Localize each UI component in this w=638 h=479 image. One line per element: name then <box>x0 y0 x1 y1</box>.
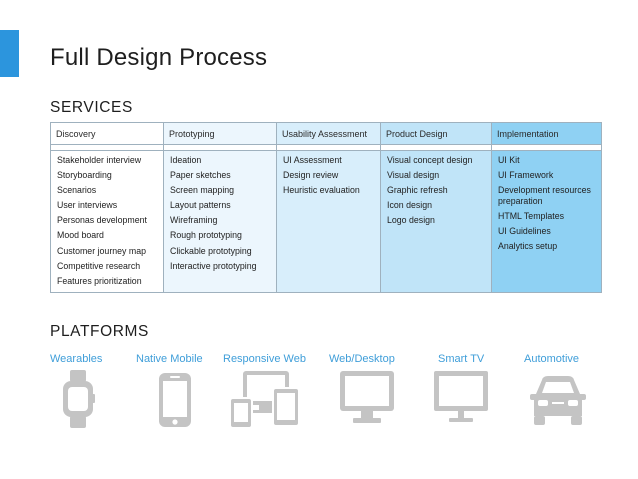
page-title: Full Design Process <box>50 44 268 71</box>
column-header: Discovery <box>51 123 163 145</box>
platform-label-wearables: Wearables <box>50 353 103 365</box>
column-items: Visual concept design Visual design Grap… <box>381 151 491 292</box>
list-item: Icon design <box>387 200 432 211</box>
services-column-usability-assessment: Usability Assessment UI Assessment Desig… <box>277 123 381 292</box>
list-item: Logo design <box>387 215 435 226</box>
column-items: Ideation Paper sketches Screen mapping L… <box>164 151 276 292</box>
platforms-heading: PLATFORMS <box>50 323 149 340</box>
column-items: UI Kit UI Framework Development resource… <box>492 151 601 292</box>
platform-label-automotive: Automotive <box>524 353 580 365</box>
list-item: UI Kit <box>498 155 520 165</box>
list-item: UI Framework <box>498 170 554 181</box>
list-item: Design review <box>283 170 339 181</box>
services-heading: SERVICES <box>50 99 133 116</box>
list-item: UI Assessment <box>283 155 342 165</box>
list-item: Features prioritization <box>57 275 142 286</box>
list-item: Competitive research <box>57 260 141 271</box>
list-item: Layout patterns <box>170 200 231 211</box>
services-column-product-design: Product Design Visual concept design Vis… <box>381 123 492 292</box>
services-column-prototyping: Prototyping Ideation Paper sketches Scre… <box>164 123 277 292</box>
column-items: Stakeholder interview Storyboarding Scen… <box>51 151 163 292</box>
list-item: Personas development <box>57 215 147 226</box>
desktop-monitor-icon <box>339 370 395 426</box>
smartphone-icon <box>158 372 192 428</box>
list-item: Paper sketches <box>170 170 231 181</box>
column-header: Implementation <box>492 123 601 145</box>
services-column-discovery: Discovery Stakeholder interview Storyboa… <box>51 123 164 292</box>
list-item: Clickable prototyping <box>170 245 252 256</box>
column-header: Prototyping <box>164 123 276 145</box>
accent-bar <box>0 30 19 77</box>
list-item: UI Guidelines <box>498 225 551 236</box>
list-item: Development resources preparation <box>498 185 591 206</box>
column-items: UI Assessment Design review Heuristic ev… <box>277 151 380 292</box>
platform-label-responsive-web: Responsive Web <box>223 353 306 365</box>
list-item: Rough prototyping <box>170 230 242 241</box>
platform-label-web-desktop: Web/Desktop <box>329 353 395 365</box>
platform-label-native-mobile: Native Mobile <box>136 353 203 365</box>
platform-label-smart-tv: Smart TV <box>438 353 485 365</box>
list-item: Customer journey map <box>57 245 146 256</box>
list-item: HTML Templates <box>498 210 564 221</box>
column-header: Product Design <box>381 123 491 145</box>
list-item: Visual concept design <box>387 155 473 165</box>
list-item: User interviews <box>57 200 118 211</box>
services-column-implementation: Implementation UI Kit UI Framework Devel… <box>492 123 601 292</box>
multi-device-icon <box>229 370 301 428</box>
list-item: Storyboarding <box>57 170 112 181</box>
list-item: Visual design <box>387 170 440 181</box>
list-item: Stakeholder interview <box>57 155 142 165</box>
list-item: Wireframing <box>170 215 218 226</box>
list-item: Analytics setup <box>498 240 558 251</box>
services-table: Discovery Stakeholder interview Storyboa… <box>50 122 602 293</box>
list-item: Mood board <box>57 230 104 241</box>
list-item: Heuristic evaluation <box>283 185 360 196</box>
list-item: Graphic refresh <box>387 185 448 196</box>
tv-icon <box>433 370 489 426</box>
list-item: Screen mapping <box>170 185 235 196</box>
list-item: Ideation <box>170 155 202 165</box>
column-header: Usability Assessment <box>277 123 380 145</box>
list-item: Interactive prototyping <box>170 260 257 271</box>
smartwatch-icon <box>60 370 96 428</box>
list-item: Scenarios <box>57 185 97 196</box>
car-icon <box>530 374 586 426</box>
